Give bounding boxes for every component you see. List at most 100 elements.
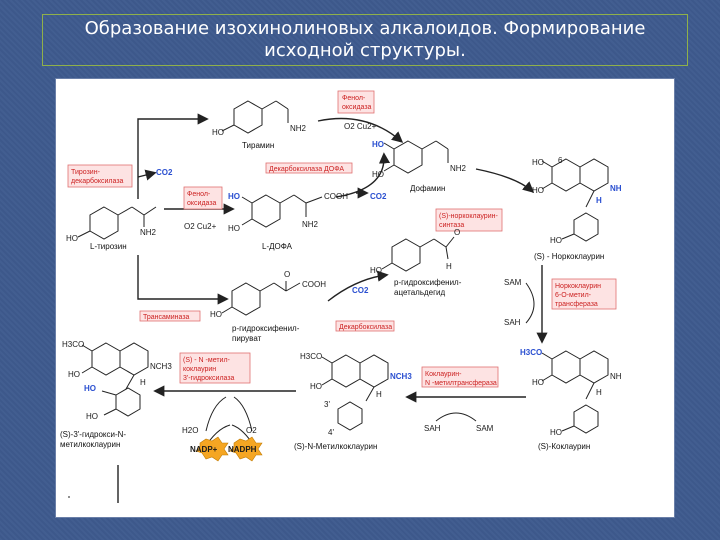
phenol-oxidase-mid-box xyxy=(183,186,223,210)
h2o-label: H2O xyxy=(182,426,198,435)
title-line-2: исходной структуры. xyxy=(264,40,466,61)
coclaurine-structure: H3CO HO NH H HO xyxy=(520,348,622,437)
ncs-l1: (S)-норкоклаурин- xyxy=(439,213,498,220)
n-methylcoclaurine-structure: H3CO HO NCH3 H 3' 4' xyxy=(300,352,412,437)
hpp-label-2: пируват xyxy=(232,334,262,343)
hnmc-ho-blue: HO xyxy=(84,384,96,393)
hnmc-h: H xyxy=(140,378,146,387)
coclaurine-ho-ring: HO xyxy=(550,428,562,437)
norcoclaurine-label: (S) - Норкоклаурин xyxy=(534,252,604,261)
hppa-structure: O H HO xyxy=(370,228,460,275)
sah-bottom: SAH xyxy=(424,424,441,433)
pathway-diagram: HO NH2 Тирамин Фенол- оксидаза O2 Cu2+ Т… xyxy=(60,90,622,503)
hnmc-ho: HO xyxy=(68,370,80,379)
o2-label: O2 xyxy=(246,426,257,435)
norcoclaurine-h: H xyxy=(596,196,602,205)
nadph-starburst xyxy=(229,436,263,462)
n-methylcoclaurine-label: (S)-N-Метилкоклаурин xyxy=(294,442,377,451)
hpp-o: O xyxy=(284,270,290,279)
hppa-h: H xyxy=(446,262,452,271)
dopamine-ho-top: HO xyxy=(372,140,384,149)
nmc-nch3: NCH3 xyxy=(390,372,412,381)
decarboxylase-box xyxy=(335,320,395,332)
coclaurine-ho: HO xyxy=(532,378,544,387)
hydroxy-n-methyl-label-2: метилкоклаурин xyxy=(60,440,120,449)
phenol-oxidase-mid-l1: Фенол- xyxy=(187,191,211,198)
omt-l2: 6-О-метил- xyxy=(555,292,592,299)
o2-cu-mid: O2 Cu2+ xyxy=(184,222,217,231)
coclaurine-h: H xyxy=(596,388,602,397)
nadp-label: NADP+ xyxy=(190,445,218,454)
co2-left: CO2 xyxy=(156,168,173,177)
tyramine-structure: HO NH2 xyxy=(212,100,307,137)
dopa-ho-top: HO xyxy=(228,192,240,201)
phenol-oxidase-top-box xyxy=(337,90,375,114)
hpp-structure: O COOH HO xyxy=(210,270,326,319)
hpp-ho: HO xyxy=(210,310,222,319)
nmc-ho: HO xyxy=(310,382,322,391)
dopa-nh2: NH2 xyxy=(302,220,319,229)
phenol-oxidase-mid-l2: оксидаза xyxy=(187,200,217,207)
norcoclaurine-6: 6 xyxy=(558,156,563,165)
nmc-h: H xyxy=(376,390,382,399)
nmc-h3co: H3CO xyxy=(300,352,322,361)
phenol-oxidase-top-l1: Фенол- xyxy=(342,95,366,102)
hppa-label-1: р-гидроксифенил- xyxy=(394,278,462,287)
hpp-label-1: р-гидроксифенил- xyxy=(232,324,300,333)
hnmc-nch3: NCH3 xyxy=(150,362,172,371)
cnmt-l2: N -метилтрансфераза xyxy=(425,380,497,387)
dopamine-nh2: NH2 xyxy=(450,164,467,173)
nmc-4: 4' xyxy=(328,428,334,437)
nadp-starburst xyxy=(195,436,229,462)
hydroxylase-l3: 3'-гидроксилаза xyxy=(183,375,235,382)
co2-mid: CO2 xyxy=(370,192,387,201)
hnmc-ho-ring: HO xyxy=(86,412,98,421)
ncs-l2: синтаза xyxy=(439,222,464,229)
decarboxylase-label: Декарбоксилаза xyxy=(339,323,392,331)
hydroxylase-l2: коклаурин xyxy=(183,366,216,373)
tyramine-nh2: NH2 xyxy=(290,124,307,133)
dopamine-structure: HO HO NH2 xyxy=(372,140,467,179)
coclaurine-nh: NH xyxy=(610,372,622,381)
sah-right: SAH xyxy=(504,318,521,327)
tyramine-label: Тирамин xyxy=(242,141,274,150)
tyrosine-decarboxylase-box xyxy=(67,164,133,188)
tyrosine-decarboxylase-l1: Тирозин- xyxy=(71,169,101,176)
hydroxylase-l1: (S) - N -метил- xyxy=(183,357,231,364)
transaminase-label: Трансаминаза xyxy=(143,314,190,321)
dopamine-ho-bottom: HO xyxy=(372,170,384,179)
dopa-decarboxylase-label: Декарбоксилаза ДОФА xyxy=(269,165,344,173)
l-tyrosine-structure: HO NH2 xyxy=(66,206,157,243)
hydroxy-n-methyl-label-1: (S)-3'-гидрокси-N- xyxy=(60,430,126,439)
phenol-oxidase-top-l2: оксидаза xyxy=(342,104,372,111)
hppa-ho: HO xyxy=(370,266,382,275)
dopamine-label: Дофамин xyxy=(410,184,445,193)
sam-bottom: SAM xyxy=(476,424,494,433)
dopa-ho-bottom: HO xyxy=(228,224,240,233)
l-dopa-label: L-ДОФА xyxy=(262,242,293,251)
nmc-3: 3' xyxy=(324,400,330,409)
tyramine-oh: HO xyxy=(212,128,224,137)
pathway-diagram-panel: HO NH2 Тирамин Фенол- оксидаза O2 Cu2+ Т… xyxy=(55,78,675,518)
norcoclaurine-synthase-box xyxy=(435,208,503,232)
cnmt-l1: Коклаурин- xyxy=(425,371,462,378)
norcoclaurine-nh: NH xyxy=(610,184,622,193)
hnmc-h3co: H3CO xyxy=(62,340,84,349)
tyrosine-decarboxylase-l2: декарбоксилаза xyxy=(71,177,124,185)
l-dopa-structure: HO HO COOH NH2 xyxy=(228,192,348,233)
omt-l3: трансфераза xyxy=(555,301,598,308)
hppa-o: O xyxy=(454,228,460,237)
o2-cu-top: O2 Cu2+ xyxy=(344,122,377,131)
norcoclaurine-structure: HO HO 6 NH H HO xyxy=(532,156,622,245)
norcoclaurine-omt-box xyxy=(551,278,617,310)
sam-right: SAM xyxy=(504,278,522,287)
omt-l1: Норкоклаурин xyxy=(555,283,601,290)
dopa-decarboxylase-box xyxy=(265,162,353,174)
norcoclaurine-ho-ring: HO xyxy=(550,236,562,245)
transaminase-box xyxy=(139,310,201,322)
tyrosine-nh2: NH2 xyxy=(140,228,157,237)
coclaurine-label: (S)-Коклаурин xyxy=(538,442,590,451)
tyrosine-oh: HO xyxy=(66,234,78,243)
nadph-label: NADPH xyxy=(228,445,257,454)
title-line-1: Образование изохинолиновых алкалоидов. Ф… xyxy=(84,18,646,39)
